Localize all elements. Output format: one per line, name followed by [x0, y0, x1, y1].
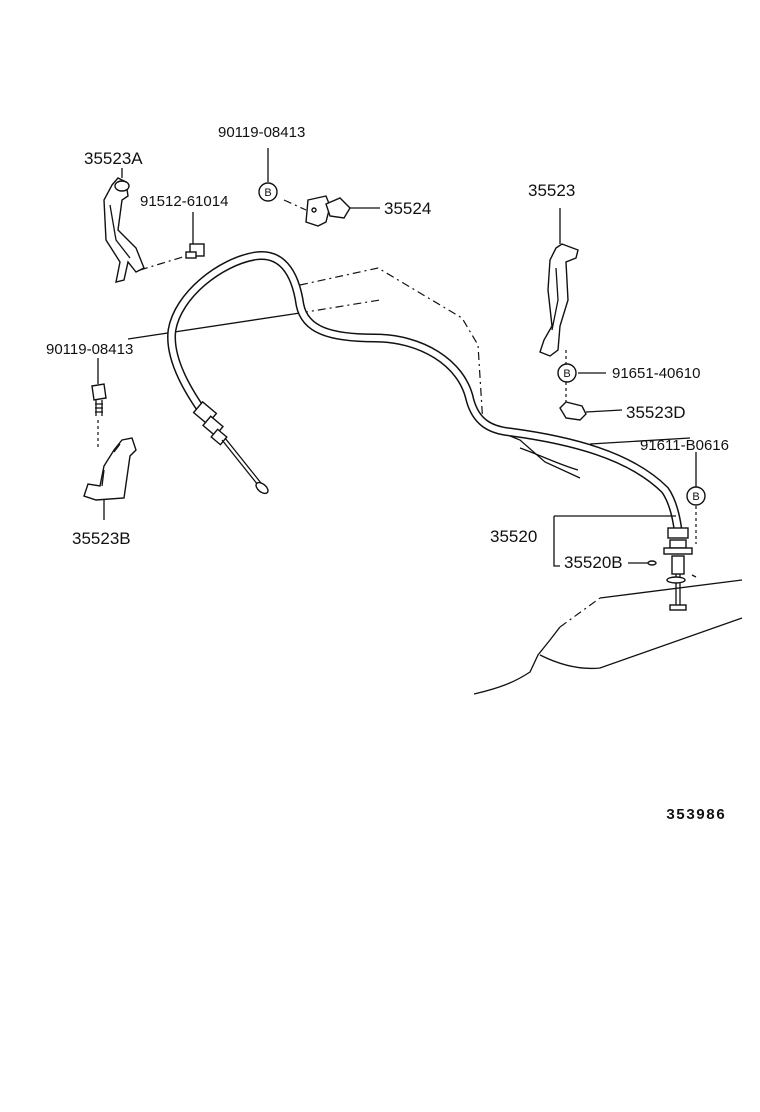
marker-b-lower-right: B [686, 486, 706, 506]
marker-b-top: B [258, 182, 278, 202]
label-35524: 35524 [384, 199, 431, 218]
illustration-code: 353986 [666, 807, 726, 824]
bolt-91512-61014 [185, 243, 205, 259]
label-90119-08413-top: 90119-08413 [218, 124, 305, 141]
leader-90119-top [121, 148, 269, 244]
bolt-90119-08413-left [91, 358, 107, 450]
bracket-35523B [83, 437, 137, 520]
marker-b-right: B [557, 363, 577, 383]
svg-text:B: B [264, 187, 271, 199]
clip-35523D [559, 382, 623, 421]
svg-text:B: B [692, 491, 699, 503]
label-35520: 35520 [490, 527, 537, 546]
label-91651-40610: 91651-40610 [612, 365, 700, 382]
svg-text:B: B [563, 368, 570, 380]
label-35523D: 35523D [626, 403, 686, 422]
label-35520B: 35520B [564, 553, 623, 572]
throttle-cable [167, 250, 697, 611]
vehicle-body-outline [299, 267, 743, 695]
clamp-35524 [283, 195, 380, 227]
label-35523A: 35523A [84, 149, 143, 168]
label-35523B: 35523B [72, 529, 131, 548]
bracket-35523 [539, 208, 579, 366]
leader-35520 [553, 515, 676, 567]
leader-lines [127, 299, 691, 445]
label-91512-61014: 91512-61014 [140, 193, 228, 210]
label-90119-08413-left: 90119-08413 [46, 341, 133, 358]
label-35523: 35523 [528, 181, 575, 200]
label-91611-B0616: 91611-B0616 [640, 437, 729, 454]
bracket-35523A [103, 177, 187, 283]
